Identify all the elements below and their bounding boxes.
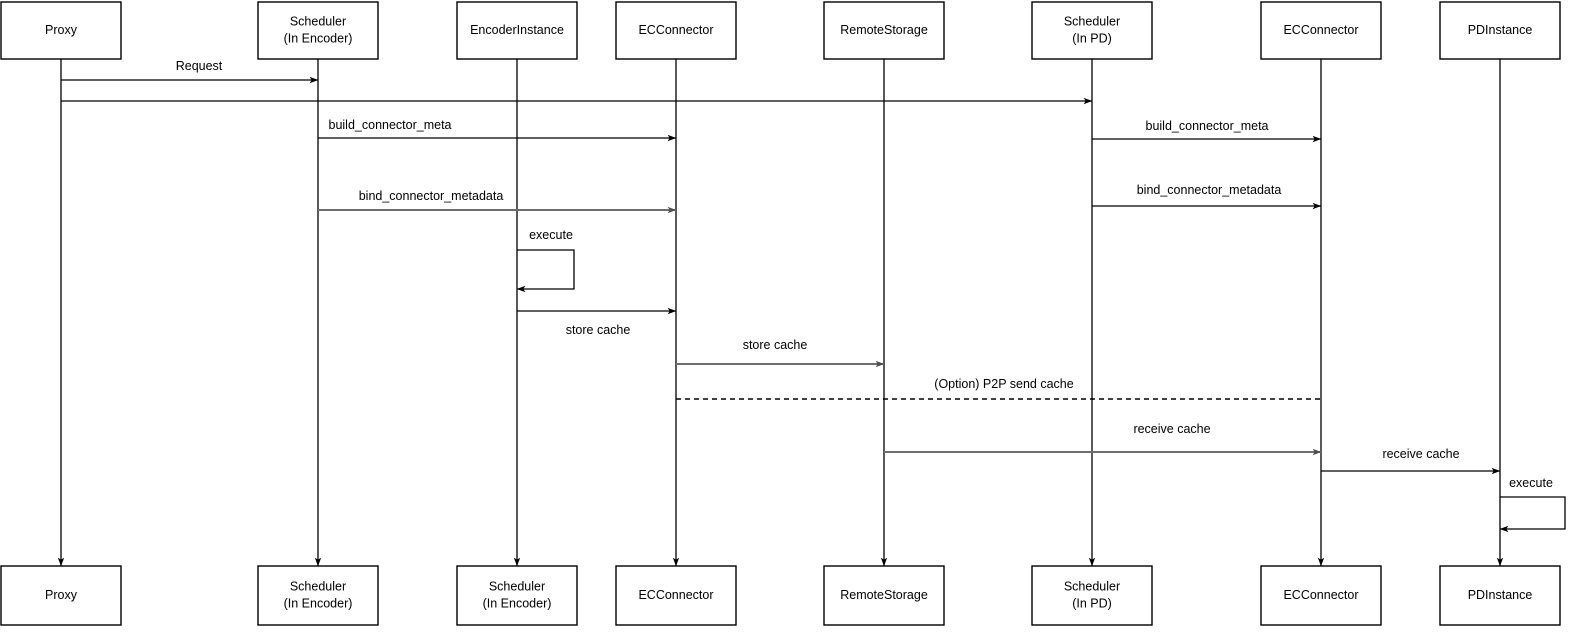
- top-participant-boxes: Proxy Scheduler (In Encoder) EncoderInstanc…: [0, 1, 1561, 60]
- message-p2p-send-cache[interactable]: (Option) P2P send cache: [676, 377, 1321, 400]
- message-store-cache-remote[interactable]: store cache: [676, 338, 885, 368]
- messages-layer: Request build_connector_meta build_connect…: [61, 59, 1501, 475]
- participant-top-remote-storage[interactable]: RemoteStorage: [823, 1, 945, 60]
- self-message-execute-pd[interactable]: execute: [1499, 476, 1566, 533]
- message-label: bind_connector_metadata: [1137, 183, 1282, 197]
- participant-label-line: RemoteStorage: [840, 588, 928, 602]
- message-store-cache-local[interactable]: store cache: [517, 307, 677, 337]
- participant-label-line: ECConnector: [1283, 588, 1358, 602]
- message-label: bind_connector_metadata: [359, 189, 504, 203]
- participant-label-line: (In Encoder): [284, 31, 353, 45]
- participant-label-line: Scheduler: [1064, 14, 1120, 28]
- message-label: build_connector_meta: [1146, 119, 1269, 133]
- participant-label-line: Scheduler: [290, 579, 346, 593]
- participant-top-pd-instance[interactable]: PDInstance: [1439, 1, 1561, 60]
- participant-bottom-encoder-instance[interactable]: Scheduler (In Encoder): [456, 565, 578, 626]
- message-build-connector-meta-pd[interactable]: build_connector_meta: [1092, 119, 1322, 143]
- participant-bottom-ec-connector-pd[interactable]: ECConnector: [1260, 565, 1382, 626]
- self-message-path: [516, 249, 575, 293]
- participant-label-line: ECConnector: [1283, 23, 1358, 37]
- participant-top-proxy[interactable]: Proxy: [0, 1, 122, 60]
- message-label: (Option) P2P send cache: [934, 377, 1073, 391]
- participant-label-line: ECConnector: [638, 588, 713, 602]
- participant-bottom-scheduler-encoder[interactable]: Scheduler (In Encoder): [257, 565, 379, 626]
- self-message-label: execute: [529, 228, 573, 242]
- message-label: receive cache: [1133, 422, 1210, 436]
- message-bind-connector-metadata-pd[interactable]: bind_connector_metadata: [1092, 183, 1322, 210]
- message-label: store cache: [566, 323, 631, 337]
- participant-bottom-ec-connector-encoder[interactable]: ECConnector: [615, 565, 737, 626]
- message-receive-cache-pd[interactable]: receive cache: [1321, 447, 1501, 475]
- participant-label-line: Scheduler: [1064, 579, 1120, 593]
- message-label: receive cache: [1382, 447, 1459, 461]
- participant-bottom-remote-storage[interactable]: RemoteStorage: [823, 565, 945, 626]
- participant-label-line: Scheduler: [489, 579, 545, 593]
- participant-label-line: ECConnector: [638, 23, 713, 37]
- self-messages-layer: execute execute: [516, 228, 1566, 533]
- message-build-connector-meta-encoder[interactable]: build_connector_meta: [318, 118, 677, 142]
- participant-label-line: EncoderInstance: [470, 23, 564, 37]
- participant-label-line: (In Encoder): [284, 596, 353, 610]
- participant-label-line: PDInstance: [1468, 588, 1533, 602]
- participant-bottom-scheduler-pd[interactable]: Scheduler (In PD): [1031, 565, 1153, 626]
- participant-label-line: PDInstance: [1468, 23, 1533, 37]
- self-message-execute-encoder[interactable]: execute: [516, 228, 575, 293]
- participant-label-line: RemoteStorage: [840, 23, 928, 37]
- message-request[interactable]: Request: [61, 59, 319, 84]
- self-message-label: execute: [1509, 476, 1553, 490]
- message-label: Request: [176, 59, 223, 73]
- message-receive-cache-storage[interactable]: receive cache: [884, 422, 1322, 456]
- participant-label-line: (In PD): [1072, 31, 1112, 45]
- participant-label-line: (In Encoder): [483, 596, 552, 610]
- message-label: store cache: [743, 338, 808, 352]
- participant-top-ec-connector-pd[interactable]: ECConnector: [1260, 1, 1382, 60]
- lifelines-layer: [57, 59, 1504, 567]
- participant-top-encoder-instance[interactable]: EncoderInstance: [456, 1, 578, 60]
- participant-label-line: Proxy: [45, 588, 78, 602]
- message-bind-connector-metadata-encoder[interactable]: bind_connector_metadata: [318, 189, 677, 214]
- self-message-path: [1499, 496, 1566, 533]
- participant-top-scheduler-pd[interactable]: Scheduler (In PD): [1031, 1, 1153, 60]
- participant-label-line: Scheduler: [290, 14, 346, 28]
- bottom-participant-boxes: Proxy Scheduler (In Encoder) Scheduler (In E…: [0, 565, 1561, 626]
- participant-top-scheduler-encoder[interactable]: Scheduler (In Encoder): [257, 1, 379, 60]
- participant-label-line: (In PD): [1072, 596, 1112, 610]
- message-label: build_connector_meta: [329, 118, 452, 132]
- participant-top-ec-connector-encoder[interactable]: ECConnector: [615, 1, 737, 60]
- participant-label-line: Proxy: [45, 23, 78, 37]
- participant-bottom-pd-instance[interactable]: PDInstance: [1439, 565, 1561, 626]
- participant-bottom-proxy[interactable]: Proxy: [0, 565, 122, 626]
